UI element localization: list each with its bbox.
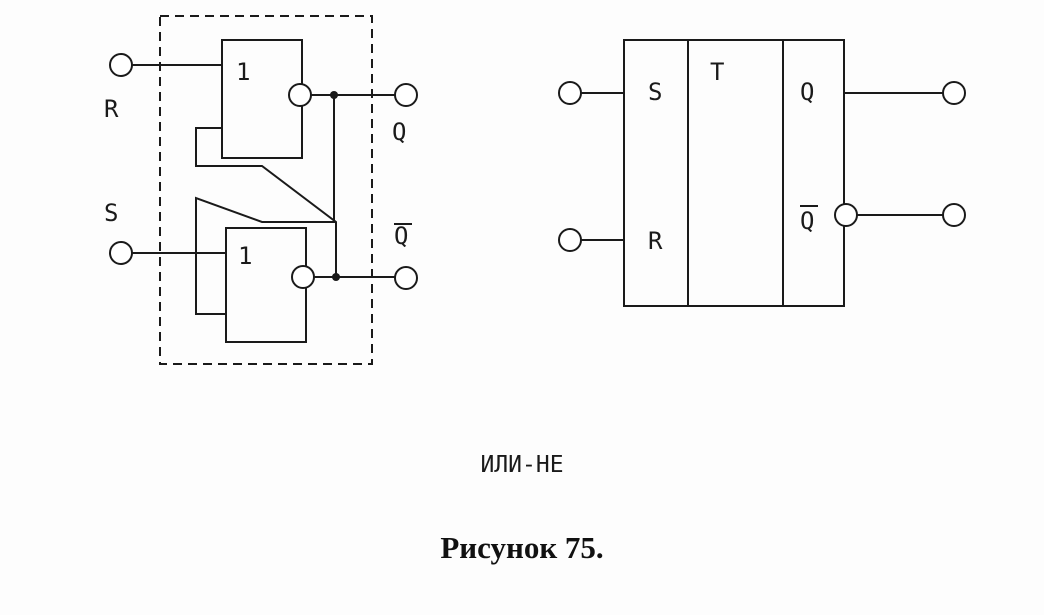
latch-boundary [159, 15, 373, 365]
symbol-output-qbar-terminal [942, 203, 966, 227]
symbol-output-qbar-label: Q [800, 207, 814, 235]
rs-latch-circuit: 1 1 R S Q Q [104, 15, 418, 365]
feedback-qbar-to-top [195, 127, 337, 277]
nor-gate-bottom-inversion [291, 265, 315, 289]
symbol-output-q-terminal [942, 81, 966, 105]
output-q-terminal [394, 83, 418, 107]
symbol-output-qbar-inversion [834, 203, 858, 227]
symbol-input-r-terminal [558, 228, 582, 252]
symbol-input-s-terminal [558, 81, 582, 105]
input-r-terminal [109, 53, 133, 77]
nor-gate-top-label: 1 [236, 58, 250, 86]
gate-type-caption: ИЛИ-НЕ [480, 452, 564, 478]
symbol-output-q-label: Q [800, 78, 814, 106]
feedback-q-to-bottom [195, 95, 335, 315]
symbol-input-s-label: S [648, 78, 662, 106]
figure-title: Рисунок 75. [440, 530, 604, 565]
output-qbar-terminal [394, 266, 418, 290]
nor-gate-bottom-label: 1 [238, 242, 252, 270]
input-s-terminal [109, 241, 133, 265]
nor-gate-top-inversion [288, 83, 312, 107]
input-r-label: R [104, 95, 119, 123]
trigger-body [623, 39, 845, 307]
symbol-input-r-label: R [648, 227, 663, 255]
output-q-label: Q [392, 118, 406, 146]
input-s-label: S [104, 199, 118, 227]
output-qbar-label: Q [394, 222, 408, 250]
trigger-type-label: T [710, 58, 724, 86]
rs-trigger-symbol: T S R Q Q [558, 39, 966, 307]
